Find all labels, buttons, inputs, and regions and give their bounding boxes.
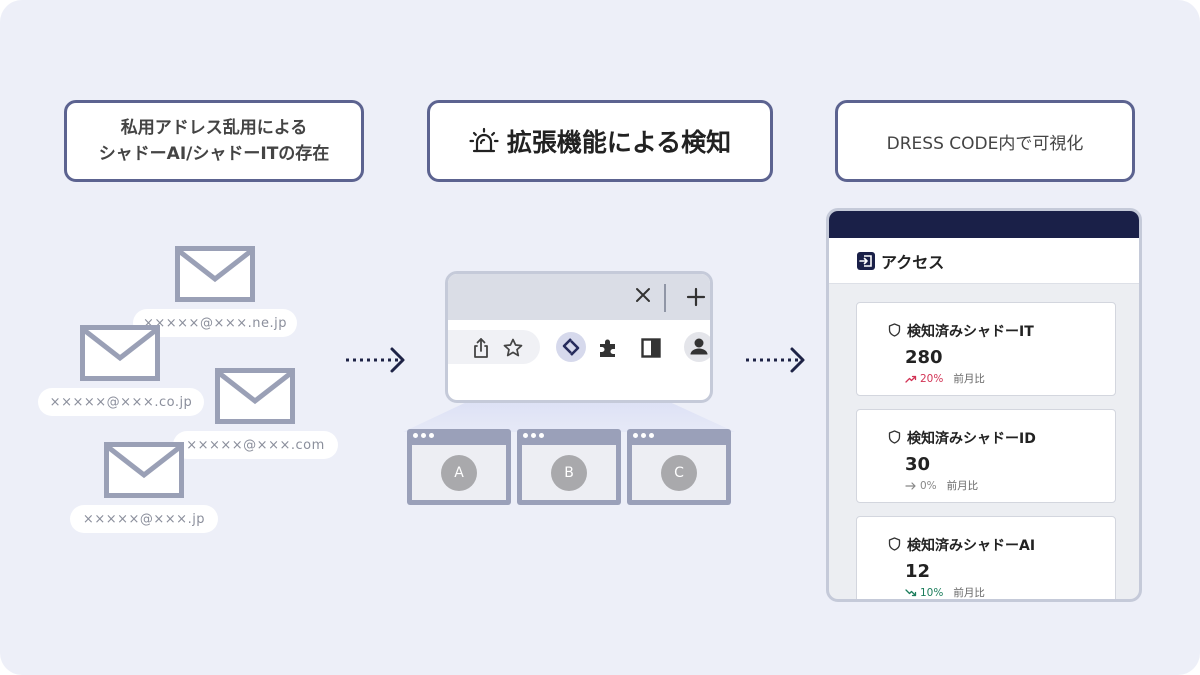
shield-icon [888, 323, 901, 337]
window-dots [523, 433, 544, 438]
envelope-icon [175, 246, 255, 302]
stat-card-trend-label: 前月比 [953, 587, 985, 599]
stat-card-trend-label: 前月比 [953, 373, 985, 385]
share-icon[interactable] [470, 337, 492, 359]
tab-separator [664, 284, 666, 312]
envelope-icon [215, 368, 295, 424]
stat-card-value: 30 [905, 454, 931, 475]
label-visualize-in-dress-code: DRESS CODE内で可視化 [835, 100, 1135, 182]
side-panel-icon[interactable] [640, 337, 662, 359]
browser-toolbar [448, 320, 710, 374]
dress-code-extension-icon [562, 338, 580, 356]
label-shadow-it-existence: 私用アドレス乱用による シャドーAI/シャドーITの存在 [64, 100, 364, 182]
dotted-arrow-icon [746, 347, 805, 373]
dress-code-extension-button[interactable] [556, 332, 586, 362]
window-pane: A [412, 445, 506, 500]
stat-card-trend-pct: 20% [920, 372, 944, 385]
stat-card-trend-label: 前月比 [946, 480, 979, 492]
stat-card-title: 検知済みシャドーAI [907, 538, 1036, 554]
email-pill: ×××××@×××.ne.jp [133, 309, 297, 337]
profile-button[interactable] [684, 332, 710, 362]
email-pill: ×××××@×××.co.jp [38, 388, 204, 416]
window-label: C [661, 454, 697, 491]
stat-card-title: 検知済みシャドーIT [907, 324, 1034, 340]
trend-down-icon [905, 588, 917, 596]
stat-card-trend: 10% 前月比 [905, 585, 985, 599]
email-pill: ×××××@×××.com [173, 431, 338, 459]
close-icon[interactable] [633, 284, 653, 306]
shield-icon [888, 430, 901, 444]
dashboard-header-title: アクセス [881, 252, 945, 272]
dashboard-header: アクセス [829, 238, 1139, 284]
dotted-arrow-icon [346, 347, 405, 373]
stat-card-shadow-id[interactable]: 検知済みシャドーID 30 0% 前月比 [856, 409, 1116, 503]
alarm-light-icon [469, 127, 499, 153]
dress-code-dashboard: アクセス 検知済みシャドーIT 280 20% 前月比 検知済みシャドーID 3… [826, 208, 1142, 602]
label-left-line1: 私用アドレス乱用による [120, 117, 308, 138]
browser-mockup [445, 271, 713, 403]
trend-up-icon [905, 375, 917, 383]
email-pill: ×××××@×××.jp [70, 505, 218, 533]
stat-card-trend-pct: 10% [920, 586, 944, 599]
stat-card-trend: 0% 前月比 [905, 478, 978, 493]
puzzle-icon[interactable] [597, 337, 619, 359]
stat-card-title: 検知済みシャドーID [907, 431, 1036, 447]
label-right-text: DRESS CODE内で可視化 [886, 133, 1084, 154]
window-label: B [551, 454, 587, 491]
plus-icon[interactable] [686, 287, 706, 307]
label-middle-text: 拡張機能による検知 [506, 128, 732, 157]
envelope-icon [104, 442, 184, 498]
stat-card-shadow-ai[interactable]: 検知済みシャドーAI 12 10% 前月比 [856, 516, 1116, 599]
stat-card-value: 280 [905, 347, 943, 368]
access-icon [857, 251, 875, 270]
browser-window-c: C [627, 429, 731, 505]
window-pane: C [632, 445, 726, 500]
address-bar-end [448, 330, 540, 364]
envelope-icon [80, 325, 160, 381]
stat-card-value: 12 [905, 561, 931, 582]
browser-window-a: A [407, 429, 511, 505]
stat-card-trend-pct: 0% [920, 479, 937, 492]
dashboard-topbar [829, 211, 1139, 238]
window-pane: B [522, 445, 616, 500]
shield-icon [888, 537, 901, 551]
window-label: A [441, 454, 477, 491]
trend-flat-icon [905, 481, 916, 490]
window-dots [413, 433, 434, 438]
stat-card-trend: 20% 前月比 [905, 371, 985, 386]
star-icon[interactable] [502, 337, 524, 359]
label-extension-detection: 拡張機能による検知 [427, 100, 773, 182]
browser-window-b: B [517, 429, 621, 505]
stat-card-shadow-it[interactable]: 検知済みシャドーIT 280 20% 前月比 [856, 302, 1116, 396]
browser-tab-bar [448, 274, 710, 320]
window-dots [633, 433, 654, 438]
label-left-line2: シャドーAI/シャドーITの存在 [98, 144, 330, 164]
profile-icon [690, 338, 708, 355]
